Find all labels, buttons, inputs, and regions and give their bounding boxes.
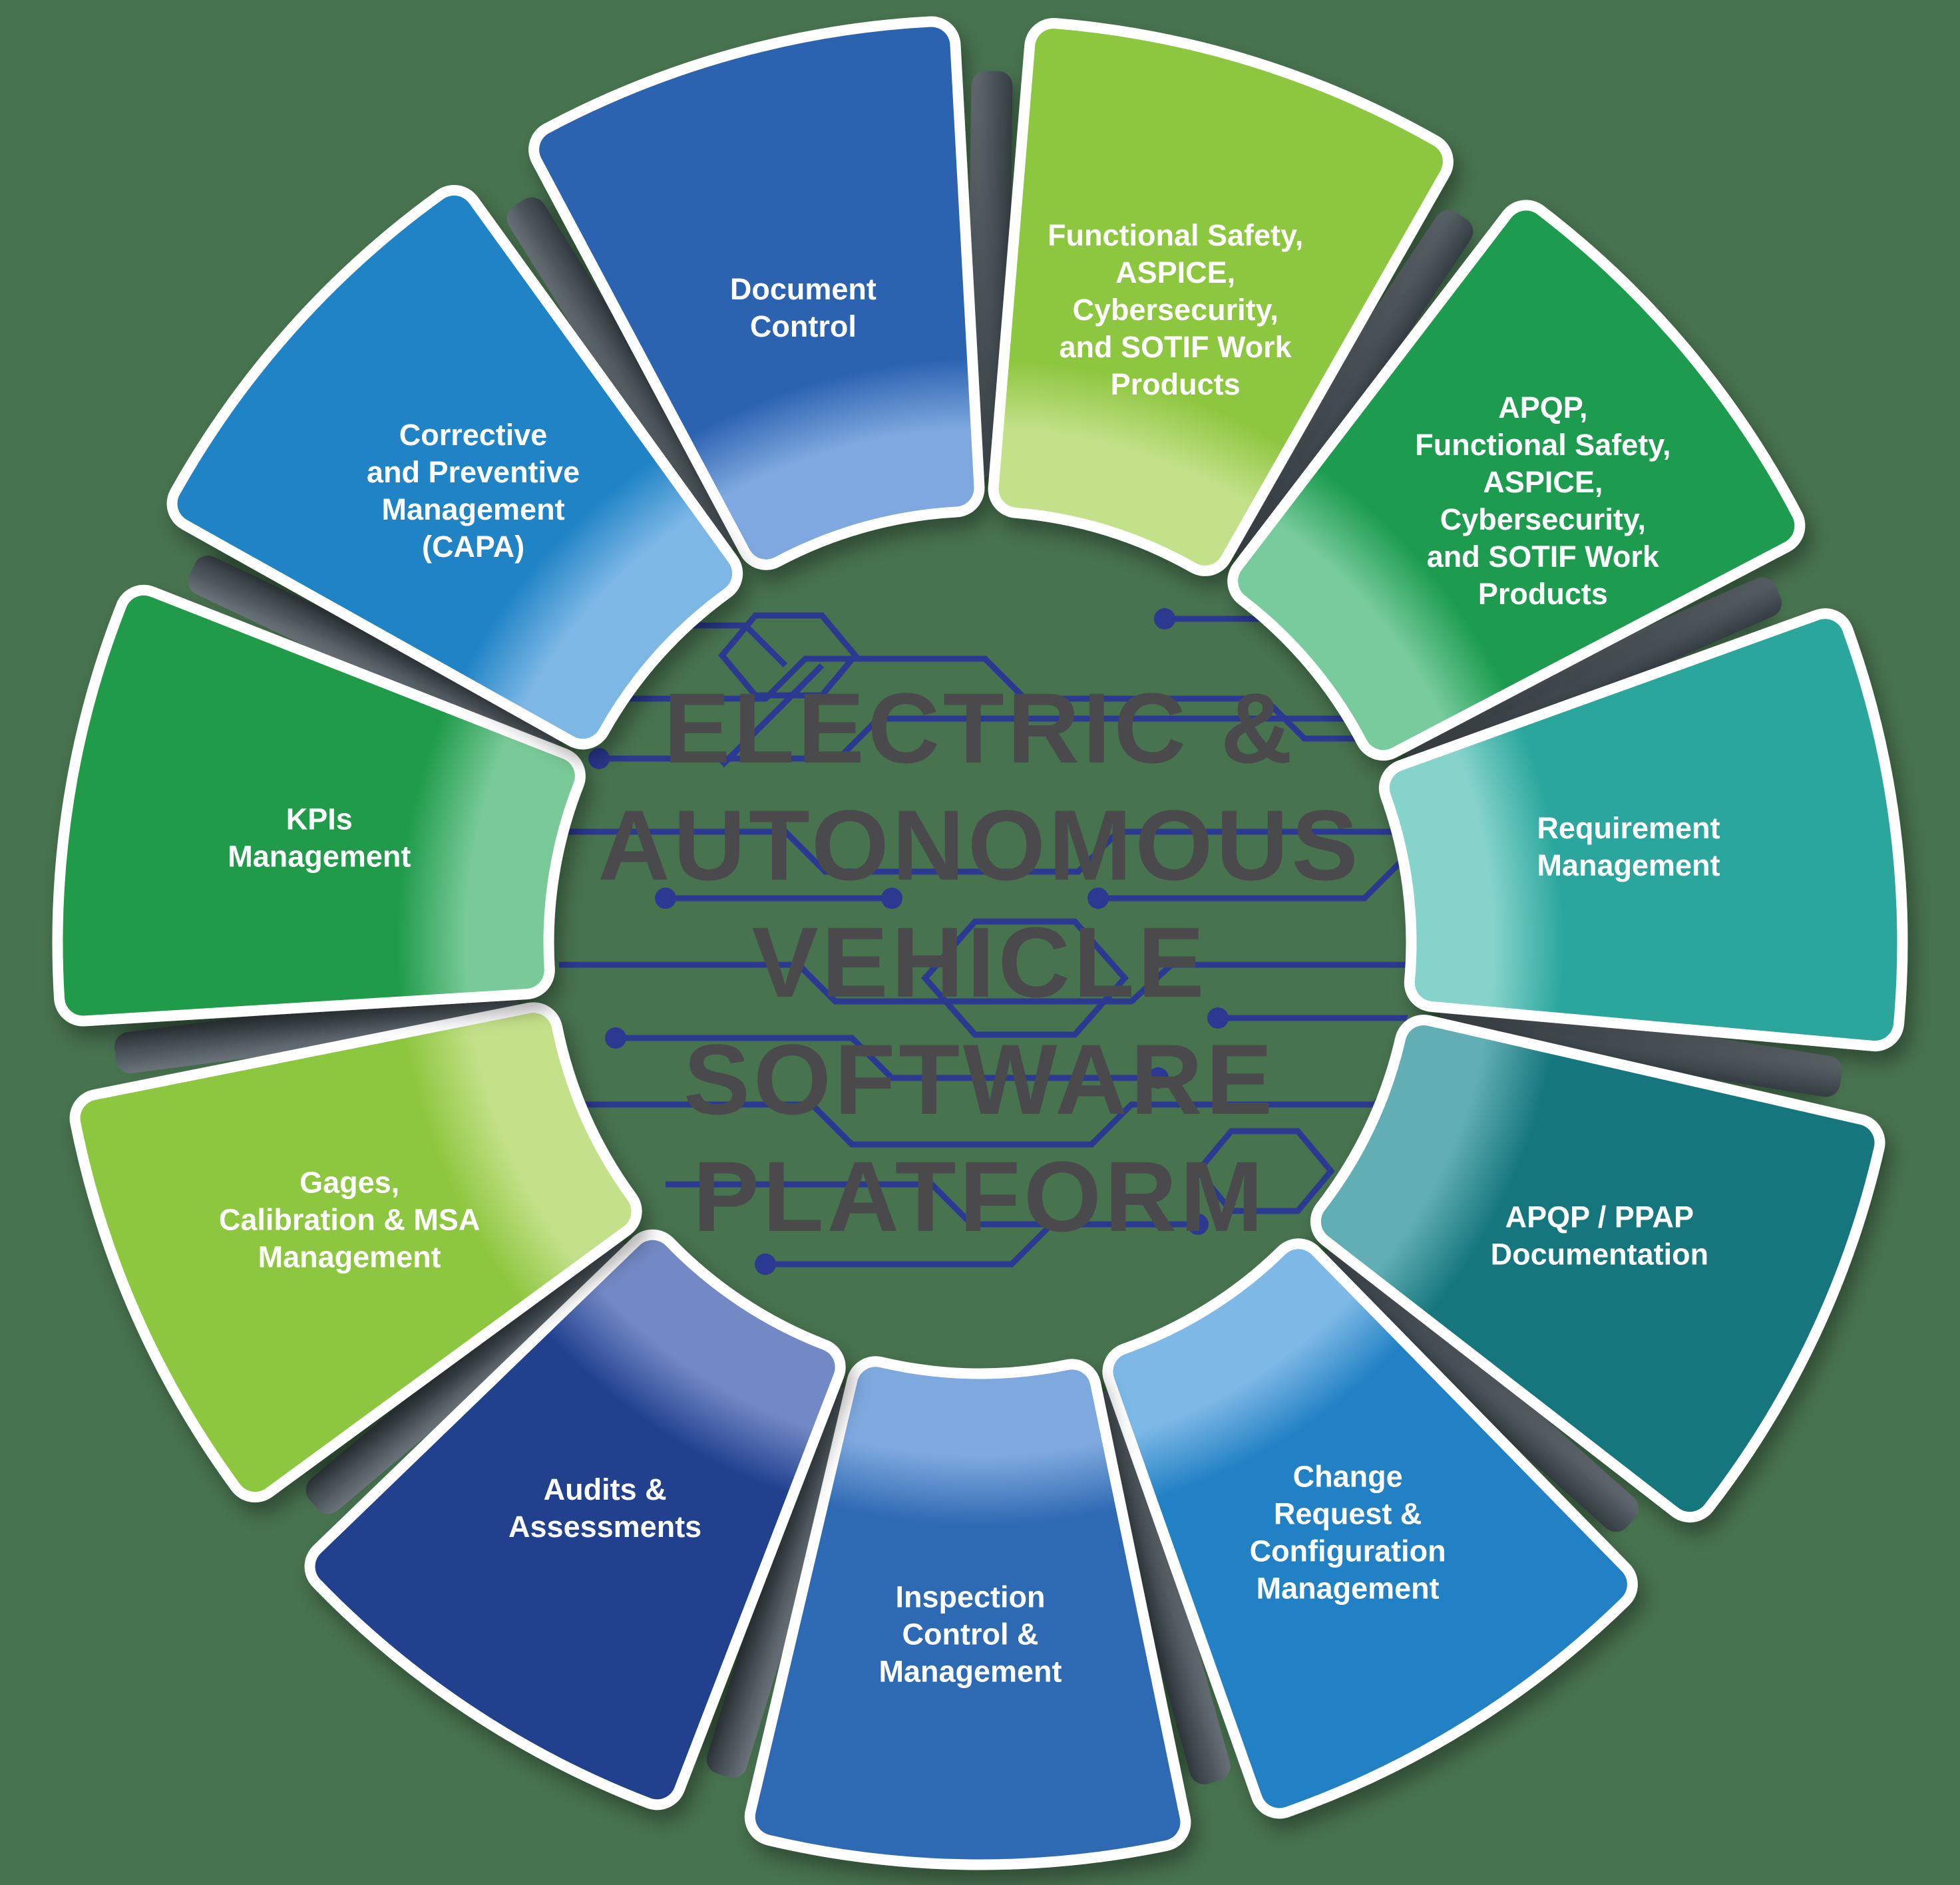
segment-label-line: and Preventive	[367, 455, 580, 489]
segment-wedge	[177, 195, 733, 739]
segment-label-line: and SOTIF Work	[1427, 540, 1660, 574]
segment-label-line: Management	[382, 492, 565, 526]
segment-wedge	[1113, 1249, 1627, 1808]
segment-document-control	[528, 16, 985, 570]
segment-label-line: Corrective	[399, 418, 548, 452]
center-title-line-3: VEHICLE	[751, 906, 1207, 1018]
segment-label: Audits & Assessments	[508, 1472, 701, 1544]
segment-label-line: Audits &	[544, 1472, 667, 1506]
segment-label-line: Requirement	[1537, 811, 1720, 845]
connector-bar	[1439, 997, 1843, 1097]
segment-label-line: Change	[1293, 1459, 1403, 1493]
segment-label-line: (CAPA)	[422, 530, 524, 564]
segment-change-request-configuration-management	[1102, 1238, 1638, 1819]
segment-label-line: Cybersecurity,	[1440, 502, 1646, 536]
segment-label-line: Functional Safety,	[1048, 218, 1303, 252]
wheel-segments	[52, 16, 1908, 1870]
segment-label-line: Configuration	[1250, 1534, 1446, 1568]
segment-label-line: Control	[750, 309, 857, 343]
segment-label-line: ASPICE,	[1115, 256, 1235, 289]
circuit-via-dots	[588, 608, 1395, 1275]
segment-label-line: Management	[258, 1240, 441, 1274]
segment-wedge	[315, 1240, 835, 1800]
connector-bar	[305, 1232, 632, 1514]
segment-label-line: APQP,	[1498, 391, 1587, 425]
connector-bar	[1320, 1243, 1639, 1532]
connector-bar	[1088, 1389, 1231, 1785]
segment-wedge	[1389, 619, 1897, 1041]
segment-label-line: ASPICE,	[1483, 465, 1603, 499]
segment-label-line: KPIs	[286, 802, 353, 836]
segment-wedge	[1320, 1025, 1875, 1512]
segment-wedge	[755, 1367, 1181, 1860]
segment-label-line: Request &	[1274, 1496, 1422, 1530]
center-title-line-5: PLATFORM	[693, 1140, 1267, 1252]
segment-label-line: Inspection	[895, 1580, 1045, 1614]
connector-bar	[506, 197, 746, 553]
segment-label-line: Management	[228, 840, 411, 874]
segment-requirement-management	[1378, 608, 1908, 1052]
center-title-line-4: SOFTWARE	[684, 1023, 1276, 1135]
center-title-line-1: ELECTRIC &	[664, 672, 1296, 784]
segment-apqp-ppap-documentation	[1310, 1014, 1885, 1523]
segment-inspection-control-management	[744, 1356, 1191, 1870]
segment-wedge	[1238, 210, 1795, 751]
segment-wedge	[539, 27, 974, 560]
connector-bar	[1225, 210, 1473, 560]
connector-bar	[1402, 577, 1782, 770]
connector-bar	[706, 1385, 859, 1778]
segment-label-line: APQP / PPAP	[1505, 1200, 1694, 1234]
segment-gages-calibration-msa-management	[69, 1002, 642, 1502]
segment-label-line: Management	[879, 1654, 1062, 1688]
segment-audits-assessments	[304, 1229, 846, 1810]
segment-wedge	[998, 29, 1443, 566]
segment-label-line: Assessments	[508, 1510, 701, 1544]
segment-corrective-and-preventive-management-capa	[166, 184, 743, 750]
connector-bar	[188, 556, 563, 757]
segment-label-line: Gages,	[299, 1165, 399, 1199]
segment-label-line: Products	[1111, 367, 1241, 401]
segment-label-line: Control &	[902, 1617, 1038, 1651]
segment-functional-safety-aspice-cybersecurity-sotif-work-products	[988, 18, 1454, 576]
segment-label-line: Document	[730, 272, 877, 306]
segment-wedge	[63, 595, 575, 1016]
segment-label-line: Products	[1478, 577, 1608, 611]
segment-label-line: Management	[1537, 848, 1720, 882]
segment-label-line: Functional Safety,	[1415, 428, 1670, 462]
center-title: ELECTRIC & AUTONOMOUS VEHICLE SOFTWARE P…	[598, 672, 1361, 1252]
segment-label-line: and SOTIF Work	[1060, 330, 1292, 364]
segment-wedge	[80, 1013, 632, 1492]
segment-apqp-functional-safety-aspice-cybersecurity-sotif-work-products	[1227, 200, 1806, 761]
segment-label: APQP,Functional Safety,ASPICE,Cybersecur…	[1415, 391, 1670, 611]
segment-label-line: Documentation	[1491, 1237, 1709, 1271]
segment-label-line: Management	[1257, 1571, 1440, 1605]
segment-kpis-management	[52, 584, 586, 1027]
segment-label: Gages,Calibration & MSA Management	[219, 1165, 481, 1274]
center-title-line-2: AUTONOMOUS	[598, 789, 1361, 901]
segment-label: Functional Safety, ASPICE, Cybersecurity,a…	[1048, 218, 1303, 401]
segment-label-line: Calibration & MSA	[219, 1202, 481, 1236]
segment-label-line: Cybersecurity,	[1072, 293, 1278, 327]
